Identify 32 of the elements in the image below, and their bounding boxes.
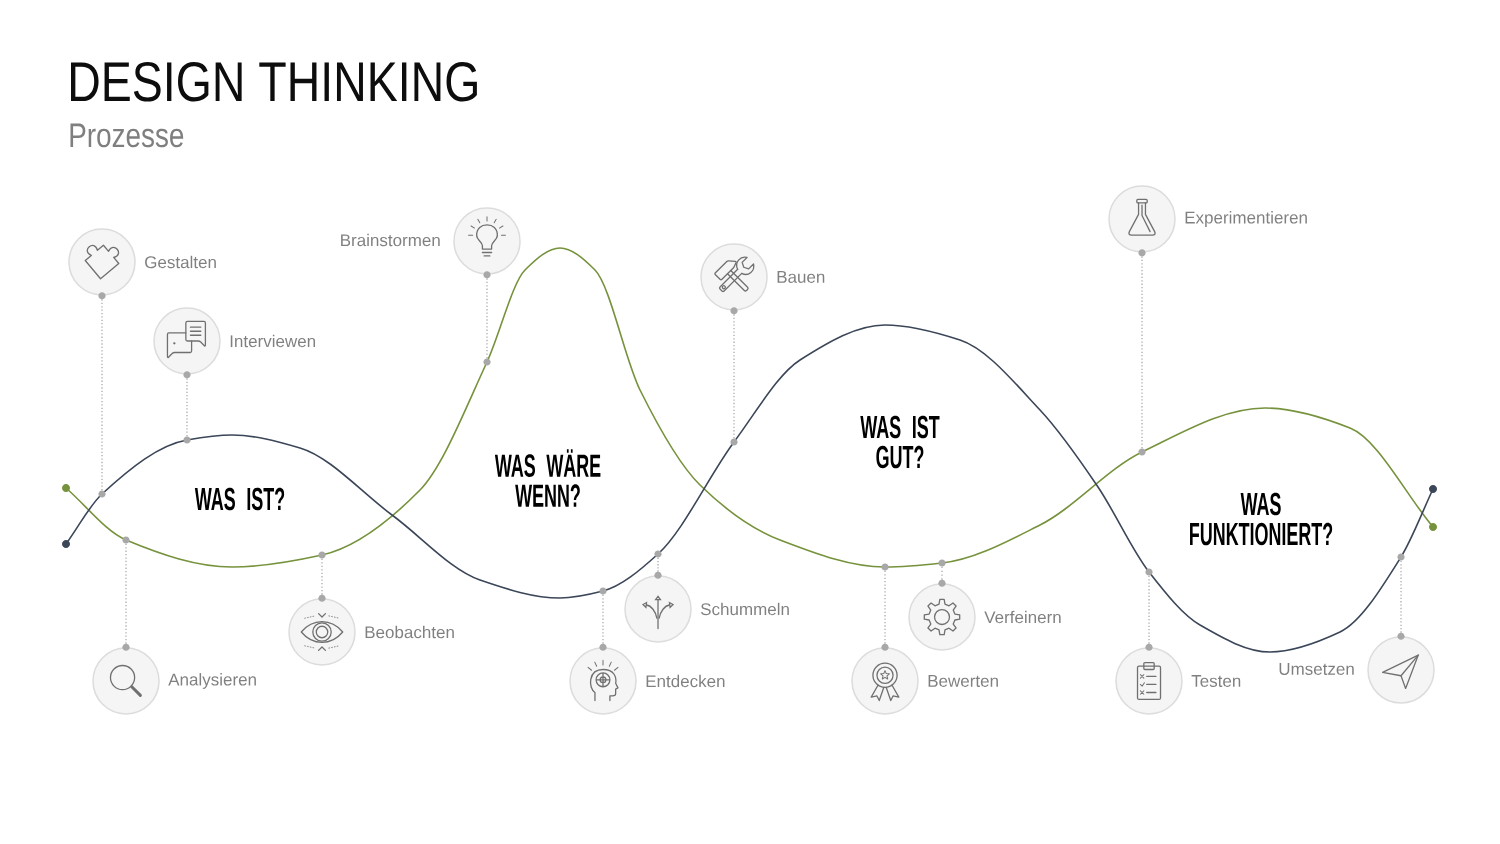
step-label: Experimentieren xyxy=(1185,211,1307,227)
step-label: Gestalten xyxy=(145,255,216,269)
leader-line xyxy=(486,277,488,359)
title: DESIGN THINKING xyxy=(71,61,477,102)
step-label: Testen xyxy=(1191,675,1241,687)
leader-line xyxy=(884,570,886,645)
step-label: Umsetzen xyxy=(1279,663,1354,675)
subtitle: Prozesse xyxy=(70,123,184,148)
leader-line xyxy=(602,594,604,645)
step-label: Analysieren xyxy=(168,673,256,689)
phase-heading: WAS IST? xyxy=(194,487,285,511)
leader-line xyxy=(101,298,103,491)
step-label: Beobachten xyxy=(365,625,454,639)
step-label: Bauen xyxy=(777,271,825,283)
step-label: Interviewen xyxy=(230,334,315,348)
leader-line xyxy=(733,313,735,439)
step-label: Schummeln xyxy=(701,602,789,616)
leader-line xyxy=(1148,575,1150,645)
step-label: Brainstormen xyxy=(341,233,440,247)
step-label: Verfeinern xyxy=(984,610,1061,624)
step-label: Bewerten xyxy=(928,675,998,687)
leader-line xyxy=(1141,255,1143,449)
leader-line xyxy=(941,566,943,581)
phase-heading: WAS IST GUT? xyxy=(860,415,940,469)
leader-line xyxy=(1400,560,1402,634)
phase-heading: WAS WÄRE WENN? xyxy=(494,449,601,507)
leader-line xyxy=(657,557,659,573)
phase-heading: WAS FUNKTIONIERT? xyxy=(1190,492,1333,546)
leader-line xyxy=(125,543,127,645)
step-label: Entdecken xyxy=(646,674,725,688)
leader-line xyxy=(186,377,188,437)
leader-line xyxy=(321,558,323,596)
